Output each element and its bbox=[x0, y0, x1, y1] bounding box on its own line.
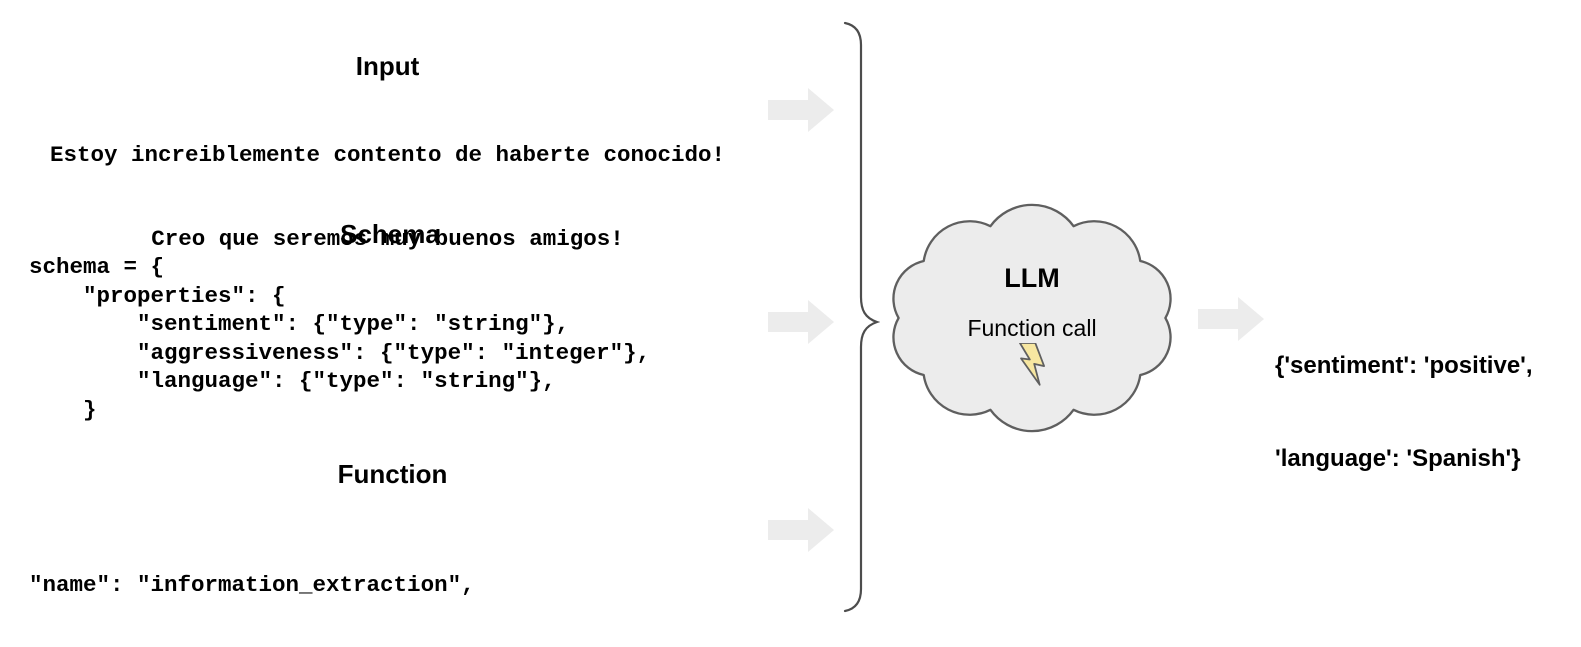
function-arrow-icon bbox=[768, 508, 834, 552]
llm-cloud-shape bbox=[892, 203, 1172, 433]
output-text-line: {'sentiment': 'positive', bbox=[1275, 352, 1533, 379]
schema-section-title: Schema bbox=[340, 219, 440, 249]
input-section: Estoy increiblemente contento de haberte… bbox=[20, 85, 755, 309]
function-section-title: Function bbox=[337, 459, 448, 489]
schema-arrow-icon bbox=[768, 300, 834, 344]
curly-brace-icon bbox=[843, 21, 880, 613]
llm-label: LLM bbox=[1004, 263, 1060, 293]
input-text-line: Creo que seremos muy buenos amigos! bbox=[151, 226, 624, 252]
input-arrow-icon bbox=[768, 88, 834, 132]
input-section-title: Input bbox=[355, 51, 420, 81]
output-text-line: 'language': 'Spanish'} bbox=[1275, 445, 1521, 472]
function-call-label: Function call bbox=[967, 315, 1097, 341]
llm-output-text: {'sentiment': 'positive', 'language': 'S… bbox=[1275, 288, 1565, 536]
input-text-line: Estoy increiblemente contento de haberte… bbox=[49, 142, 726, 168]
schema-code-block: schema = { "properties": { "sentiment": … bbox=[29, 254, 651, 423]
function-code-block: "name": "information_extraction", "descr… bbox=[29, 490, 785, 647]
output-arrow-icon bbox=[1198, 297, 1264, 341]
lightning-bolt-icon bbox=[1019, 343, 1045, 386]
function-code-line: "name": "information_extraction", bbox=[29, 572, 475, 598]
